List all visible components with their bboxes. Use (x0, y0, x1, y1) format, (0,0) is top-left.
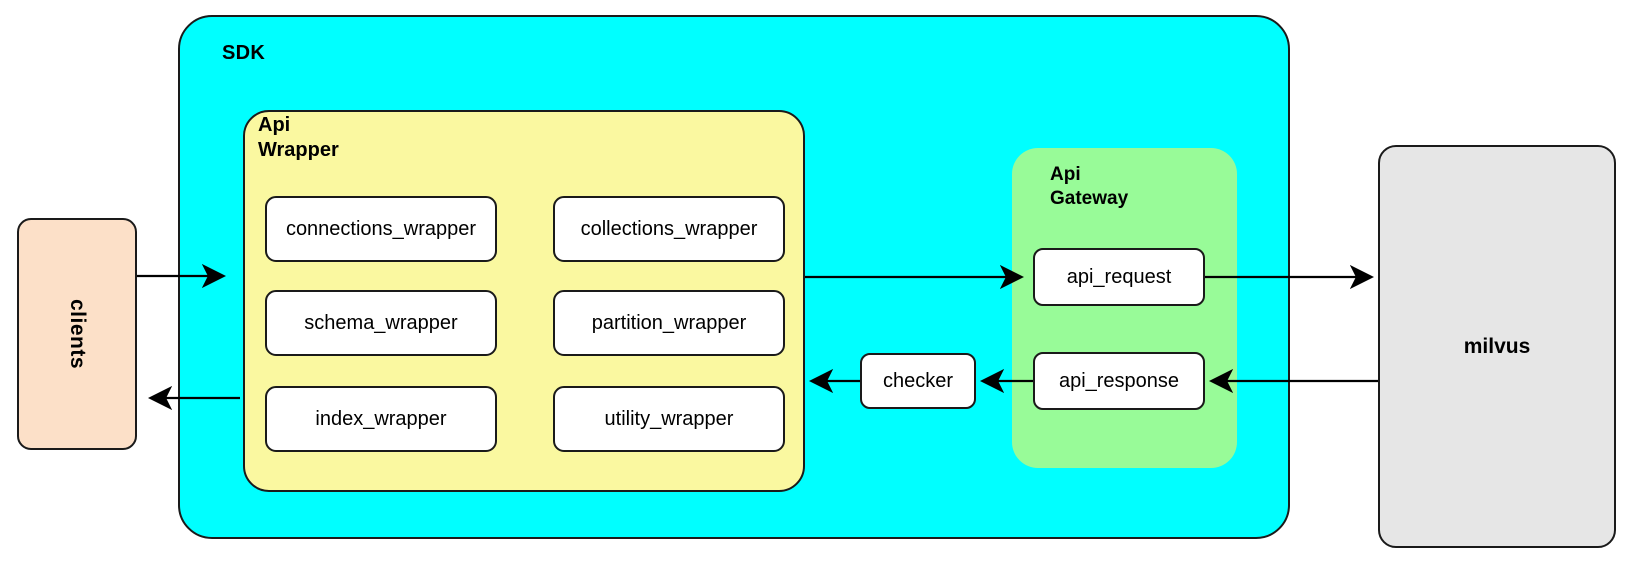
checker-node[interactable]: checker (860, 353, 976, 409)
clients-node[interactable]: clients (17, 218, 137, 450)
wrapper-item-partition[interactable]: partition_wrapper (553, 290, 785, 356)
api-gateway-container[interactable] (1012, 148, 1237, 468)
wrapper-item-index[interactable]: index_wrapper (265, 386, 497, 452)
wrapper-item-collections[interactable]: collections_wrapper (553, 196, 785, 262)
api-response-label: api_response (1058, 369, 1180, 392)
api-gateway-label-line2: Gateway (1050, 187, 1129, 209)
clients-label: clients (66, 298, 89, 370)
api-wrapper-label: Api Wrapper (258, 113, 418, 163)
checker-label: checker (882, 369, 954, 392)
api-wrapper-label-line1: Api (258, 114, 291, 136)
wrapper-item-label: partition_wrapper (591, 311, 747, 334)
milvus-label: milvus (1463, 334, 1531, 358)
api-gateway-label-line1: Api (1050, 164, 1081, 185)
wrapper-item-label: connections_wrapper (285, 217, 477, 240)
wrapper-item-utility[interactable]: utility_wrapper (553, 386, 785, 452)
milvus-node[interactable]: milvus (1378, 145, 1616, 548)
api-request-node[interactable]: api_request (1033, 248, 1205, 306)
wrapper-item-label: index_wrapper (315, 407, 447, 430)
wrapper-item-label: utility_wrapper (604, 407, 734, 430)
api-wrapper-label-line2: Wrapper (258, 139, 339, 161)
api-response-node[interactable]: api_response (1033, 352, 1205, 410)
wrapper-item-connections[interactable]: connections_wrapper (265, 196, 497, 262)
wrapper-item-schema[interactable]: schema_wrapper (265, 290, 497, 356)
api-request-label: api_request (1066, 265, 1172, 288)
wrapper-item-label: collections_wrapper (580, 217, 758, 240)
api-gateway-label: Api Gateway (1030, 163, 1180, 211)
wrapper-item-label: schema_wrapper (304, 311, 458, 334)
sdk-label: SDK (222, 42, 266, 64)
